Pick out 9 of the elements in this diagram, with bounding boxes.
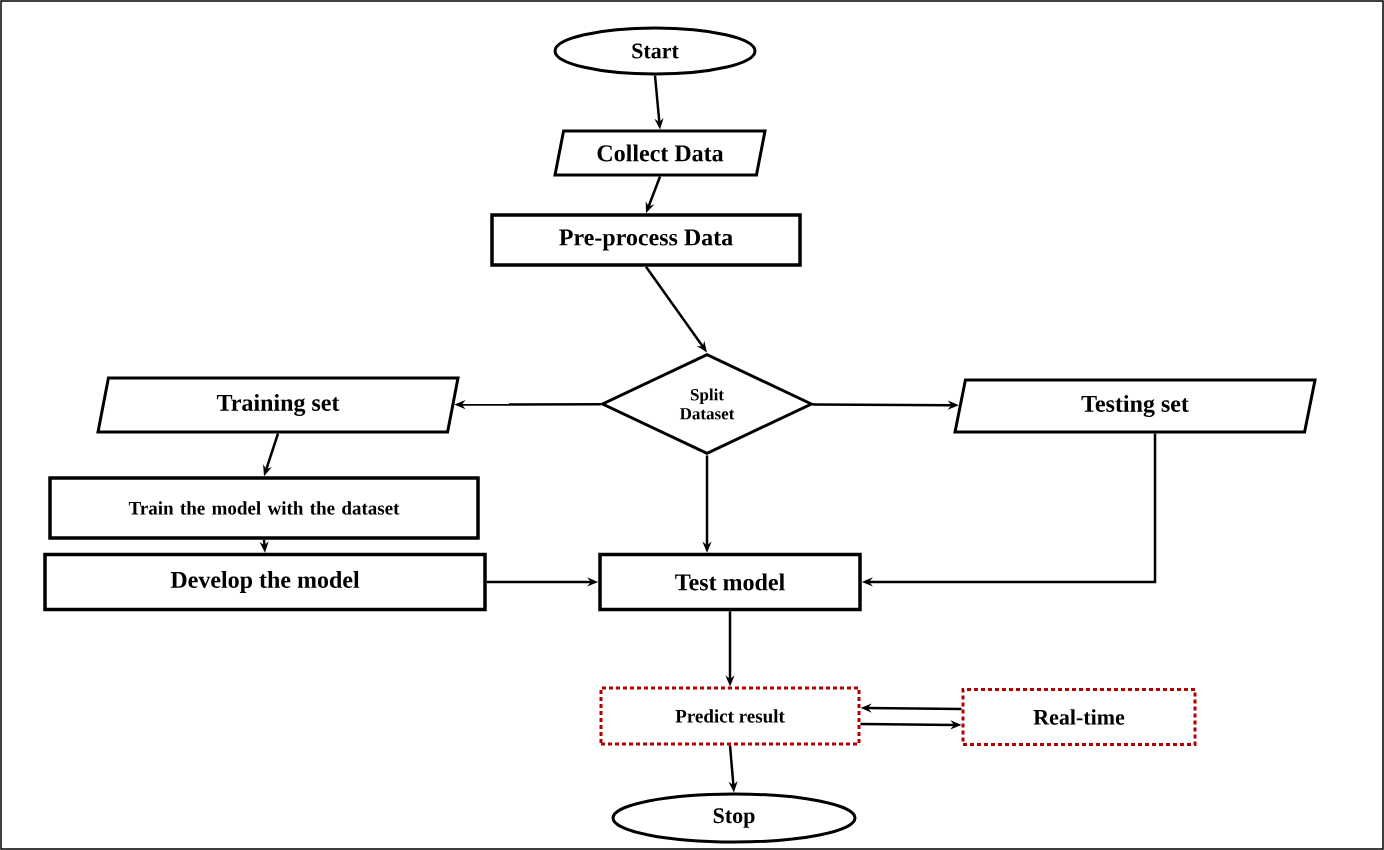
input-parallelogram: Testing set bbox=[953, 378, 1317, 434]
process-box: Test model bbox=[598, 552, 862, 612]
input-parallelogram: Collect Data bbox=[553, 129, 767, 177]
process-box: Train the model with the dataset bbox=[48, 476, 480, 540]
process-box: Develop the model bbox=[43, 552, 487, 612]
process-box: Pre-process Data bbox=[490, 213, 802, 267]
input-parallelogram: Training set bbox=[96, 376, 460, 434]
process-box: Real-time bbox=[961, 688, 1197, 746]
process-box: Predict result bbox=[599, 686, 861, 746]
